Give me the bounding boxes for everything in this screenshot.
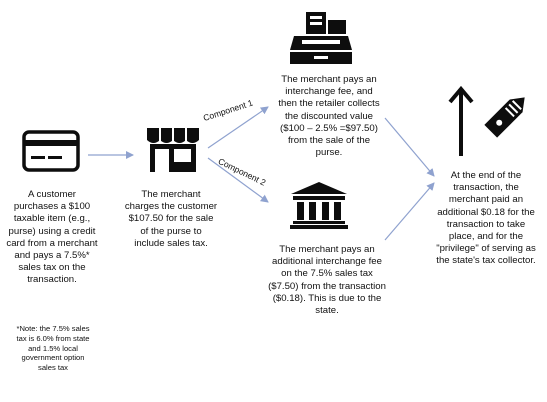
bank-description: The merchant pays an additional intercha… xyxy=(268,244,386,317)
arrow-bank-to-final xyxy=(384,182,435,241)
price-tag-icon xyxy=(484,97,525,138)
merchant-description: The merchant charges the customer $107.5… xyxy=(124,189,218,249)
final-description: At the end of the transaction, the merch… xyxy=(436,170,536,267)
cash-register-icon xyxy=(290,12,352,64)
arrow-register-to-final xyxy=(384,117,435,177)
credit-card-icon xyxy=(22,130,80,172)
customer-description: A customer purchases a $100 taxable item… xyxy=(6,189,98,286)
register-description: The merchant pays an interchange fee, an… xyxy=(278,74,380,159)
up-arrow-icon xyxy=(448,86,474,156)
arrow-merchant-to-register xyxy=(207,106,269,149)
storefront-icon xyxy=(147,128,199,172)
bank-icon xyxy=(290,182,348,229)
footnote: *Note: the 7.5% sales tax is 6.0% from s… xyxy=(16,324,90,373)
arrow-merchant-to-bank xyxy=(207,157,269,203)
